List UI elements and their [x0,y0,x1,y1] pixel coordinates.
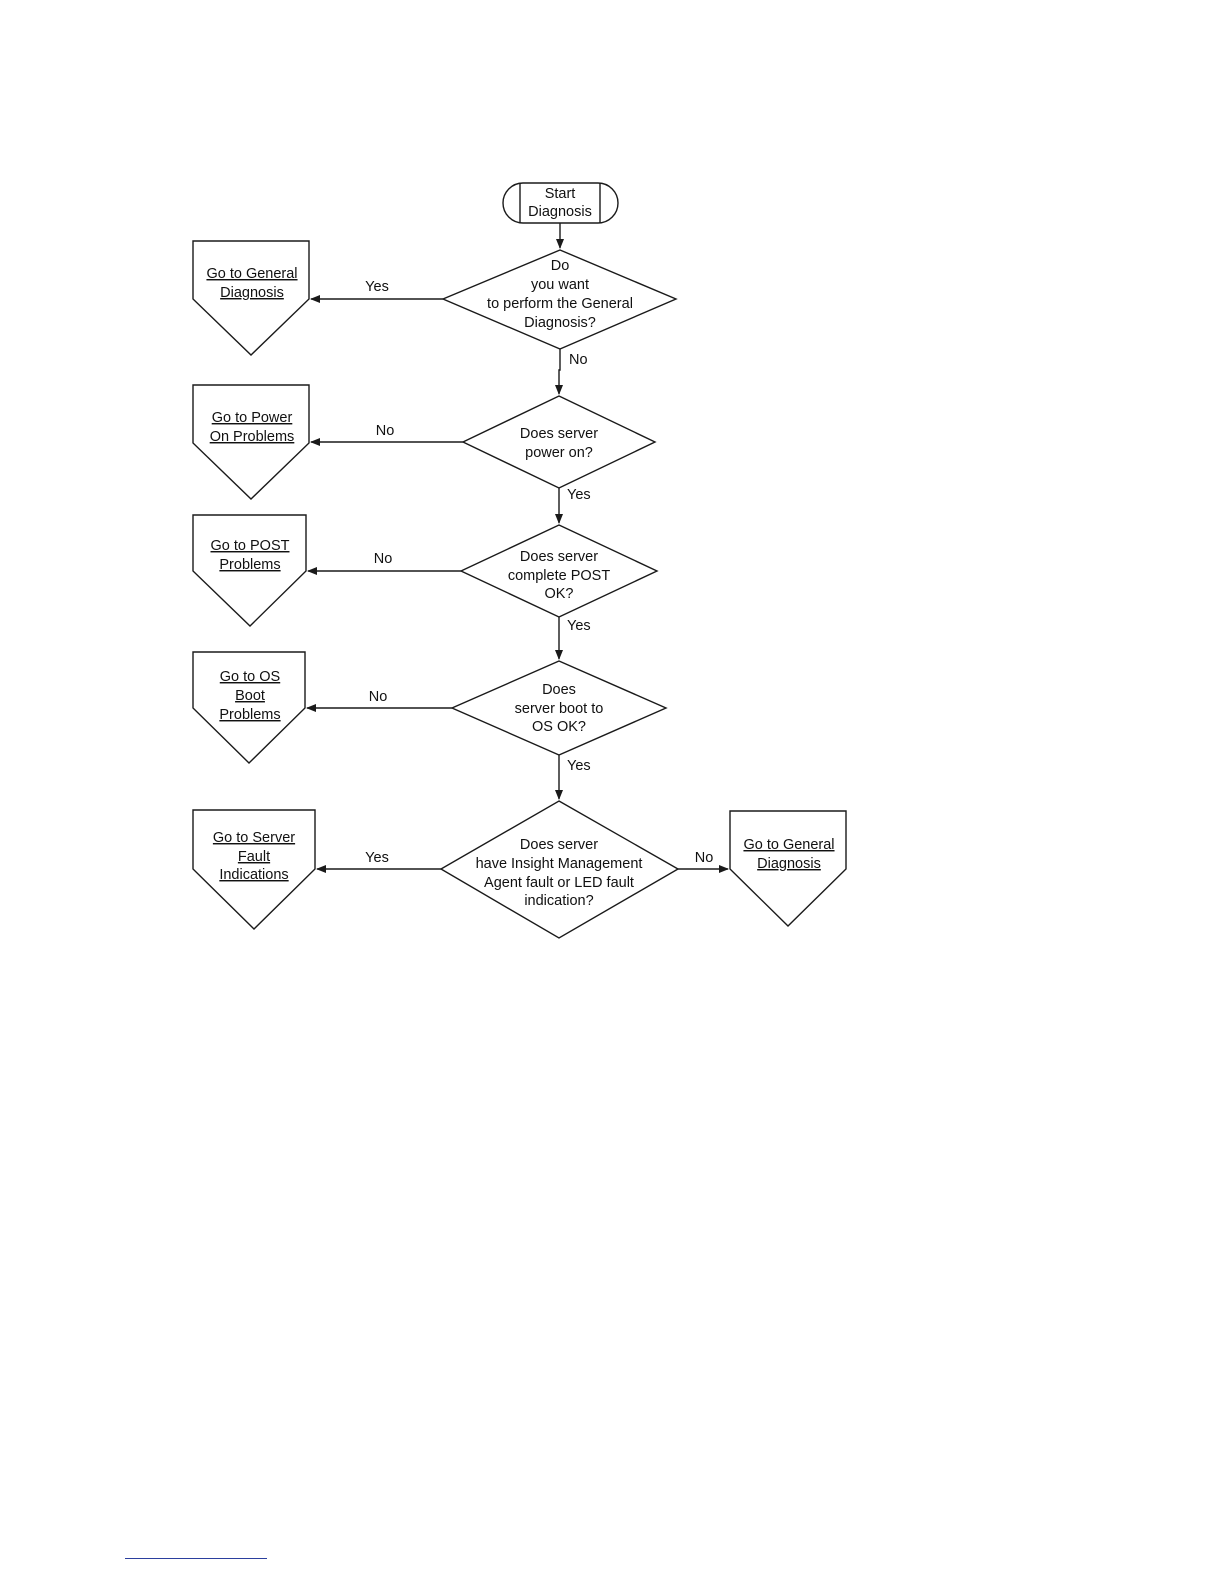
offpage-link-text[interactable]: Problems [219,557,280,573]
edge-label-power-yes: Yes [567,487,591,503]
offpage-link-text[interactable]: Go to POST [211,538,290,554]
offpage-general-diagnosis-right[interactable]: Go to General Diagnosis [729,810,847,927]
offpage-link-text[interactable]: Go to General [206,266,297,282]
decision-power-on: Does server power on? [461,395,657,489]
decision-text: you want [531,277,589,293]
edge-label-os-yes: Yes [567,758,591,774]
decision-text: Does server [520,549,598,565]
edge-label-fault-no: No [695,850,714,866]
start-label-line-2: Diagnosis [528,204,592,220]
offpage-general-diagnosis-left[interactable]: Go to General Diagnosis [192,240,310,356]
edge-label-power-no: No [376,423,395,439]
offpage-link-text[interactable]: Problems [219,707,280,723]
offpage-link-text[interactable]: Indications [219,867,288,883]
edge-label-general-no: No [569,352,588,368]
offpage-link-text[interactable]: Diagnosis [220,285,284,301]
footnote-divider [125,1558,267,1559]
offpage-power-on-problems[interactable]: Go to Power On Problems [192,384,310,500]
decision-text: have Insight Management [476,856,643,872]
decision-text: OS OK? [532,719,586,735]
decision-post: Does server complete POST OK? [459,524,659,618]
decision-text: complete POST [508,568,610,584]
decision-general-diagnosis: Do you want to perform the General Diagn… [441,249,678,350]
offpage-link-text[interactable]: Go to General [743,837,834,853]
decision-fault-indication: Does server have Insight Management Agen… [439,800,680,939]
offpage-link-text[interactable]: Diagnosis [757,856,821,872]
edge-label-fault-yes: Yes [365,850,389,866]
start-terminator: Start Diagnosis [502,182,619,224]
decision-text: power on? [525,445,593,461]
offpage-server-fault-indications[interactable]: Go to Server Fault Indications [192,809,316,930]
decision-text: to perform the General [487,296,633,312]
offpage-link-text[interactable]: Fault [238,849,270,865]
edge-label-general-yes: Yes [365,279,389,295]
decision-text: Agent fault or LED fault [484,875,634,891]
offpage-post-problems[interactable]: Go to POST Problems [192,514,307,627]
offpage-link-text[interactable]: Go to Server [213,830,295,846]
decision-text: indication? [524,893,593,909]
edge-label-post-yes: Yes [567,618,591,634]
decision-text: Do [551,258,570,274]
decision-text: server boot to [515,701,604,717]
offpage-link-text[interactable]: Boot [235,688,265,704]
edge-label-post-no: No [374,551,393,567]
decision-text: Does server [520,426,598,442]
offpage-os-boot-problems[interactable]: Go to OS Boot Problems [192,651,306,764]
start-label-line-1: Start [545,186,576,202]
offpage-link-text[interactable]: Go to OS [220,669,280,685]
decision-text: OK? [544,586,573,602]
edge-general-no [555,349,563,395]
decision-os-boot: Does server boot to OS OK? [450,660,668,756]
decision-text: Does server [520,837,598,853]
offpage-link-text[interactable]: On Problems [210,429,295,445]
decision-text: Does [542,682,576,698]
edge-label-os-no: No [369,689,388,705]
offpage-link-text[interactable]: Go to Power [212,410,293,426]
decision-text: Diagnosis? [524,315,596,331]
